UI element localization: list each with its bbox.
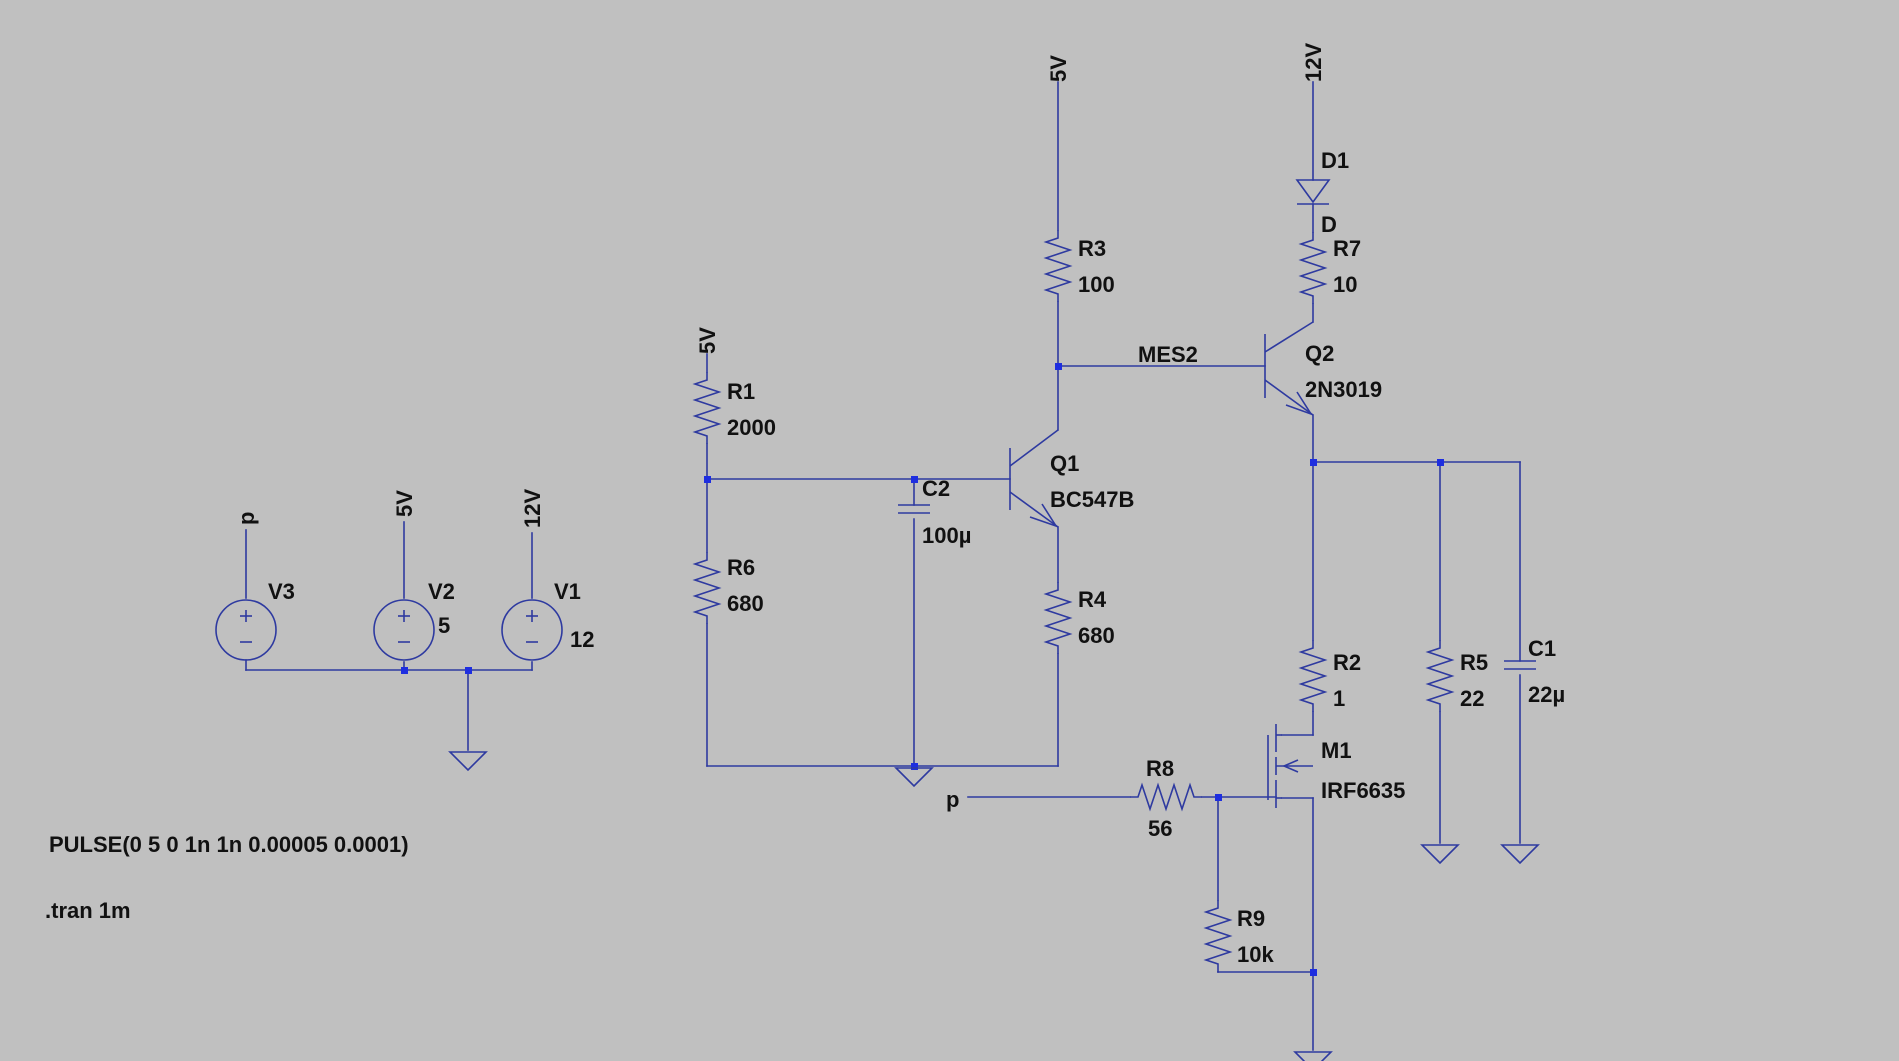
junctions [401, 363, 1444, 976]
net-label-mes2: MES2 [1138, 342, 1198, 367]
d1-ref: D1 [1321, 148, 1349, 173]
resistor-r1 [694, 371, 720, 445]
m1-value: IRF6635 [1321, 778, 1405, 803]
d1-value: D [1321, 212, 1337, 237]
r3-value: 100 [1078, 272, 1115, 297]
r1-value: 2000 [727, 415, 776, 440]
resistor-r8 [1129, 784, 1203, 810]
r6-value: 680 [727, 591, 764, 616]
spice-directive-pulse[interactable]: PULSE(0 5 0 1n 1n 0.00005 0.0001) [49, 832, 409, 857]
source-v2-value: 5 [438, 613, 450, 638]
r5-value: 22 [1460, 686, 1484, 711]
q2-value: 2N3019 [1305, 377, 1382, 402]
r3-ref: R3 [1078, 236, 1106, 261]
r9-ref: R9 [1237, 906, 1265, 931]
voltage-source-v3 [215, 599, 277, 661]
spice-directive-tran[interactable]: .tran 1m [45, 898, 131, 923]
ground-symbol-r5 [1421, 844, 1459, 864]
r4-value: 680 [1078, 623, 1115, 648]
net-label-p-v3: p [234, 512, 259, 525]
source-v1-value: 12 [570, 627, 594, 652]
r4-ref: R4 [1078, 587, 1107, 612]
q1-ref: Q1 [1050, 451, 1079, 476]
capacitor-c1 [1504, 660, 1536, 670]
source-v1-ref: V1 [554, 579, 581, 604]
r2-value: 1 [1333, 686, 1345, 711]
r2-ref: R2 [1333, 650, 1361, 675]
r1-ref: R1 [727, 379, 755, 404]
q1-value: BC547B [1050, 487, 1134, 512]
q2-ref: Q2 [1305, 341, 1334, 366]
ground-symbol-c1 [1501, 844, 1539, 864]
resistor-r2 [1300, 639, 1326, 713]
resistor-r9 [1205, 899, 1231, 973]
mosfet-m1 [1267, 724, 1313, 808]
r7-ref: R7 [1333, 236, 1361, 261]
net-label-5v-v2: 5V [392, 490, 417, 517]
wires [245, 81, 1521, 1051]
ground-symbol-m1 [1294, 1051, 1332, 1061]
transistor-q1 [1009, 429, 1059, 528]
net-label-12v-d1: 12V [1301, 43, 1326, 82]
source-v2-ref: V2 [428, 579, 455, 604]
r7-value: 10 [1333, 272, 1357, 297]
net-label-p-r8: p [946, 787, 959, 812]
net-label-5v-r1: 5V [695, 327, 720, 354]
source-v3-ref: V3 [268, 579, 295, 604]
c2-value: 100µ [922, 523, 971, 548]
resistor-r6 [694, 551, 720, 625]
resistor-r4 [1045, 581, 1071, 655]
net-label-5v-r3: 5V [1046, 55, 1071, 82]
voltage-source-v1 [501, 599, 563, 661]
r9-value: 10k [1237, 942, 1274, 967]
diode-d1 [1295, 179, 1331, 205]
resistor-r5 [1427, 639, 1453, 713]
ground-symbol-base [895, 767, 933, 787]
ground-symbol-sources [449, 751, 487, 771]
resistor-r3 [1045, 229, 1071, 303]
r5-ref: R5 [1460, 650, 1488, 675]
r6-ref: R6 [727, 555, 755, 580]
net-label-12v-v1: 12V [520, 489, 545, 528]
r8-ref: R8 [1146, 756, 1174, 781]
c2-ref: C2 [922, 476, 950, 501]
resistor-r7 [1300, 231, 1326, 305]
r8-value: 56 [1148, 816, 1172, 841]
capacitor-c2 [898, 504, 930, 514]
c1-value: 22µ [1528, 682, 1565, 707]
voltage-source-v2 [373, 599, 435, 661]
m1-ref: M1 [1321, 738, 1352, 763]
transistor-q2 [1264, 321, 1314, 416]
c1-ref: C1 [1528, 636, 1556, 661]
